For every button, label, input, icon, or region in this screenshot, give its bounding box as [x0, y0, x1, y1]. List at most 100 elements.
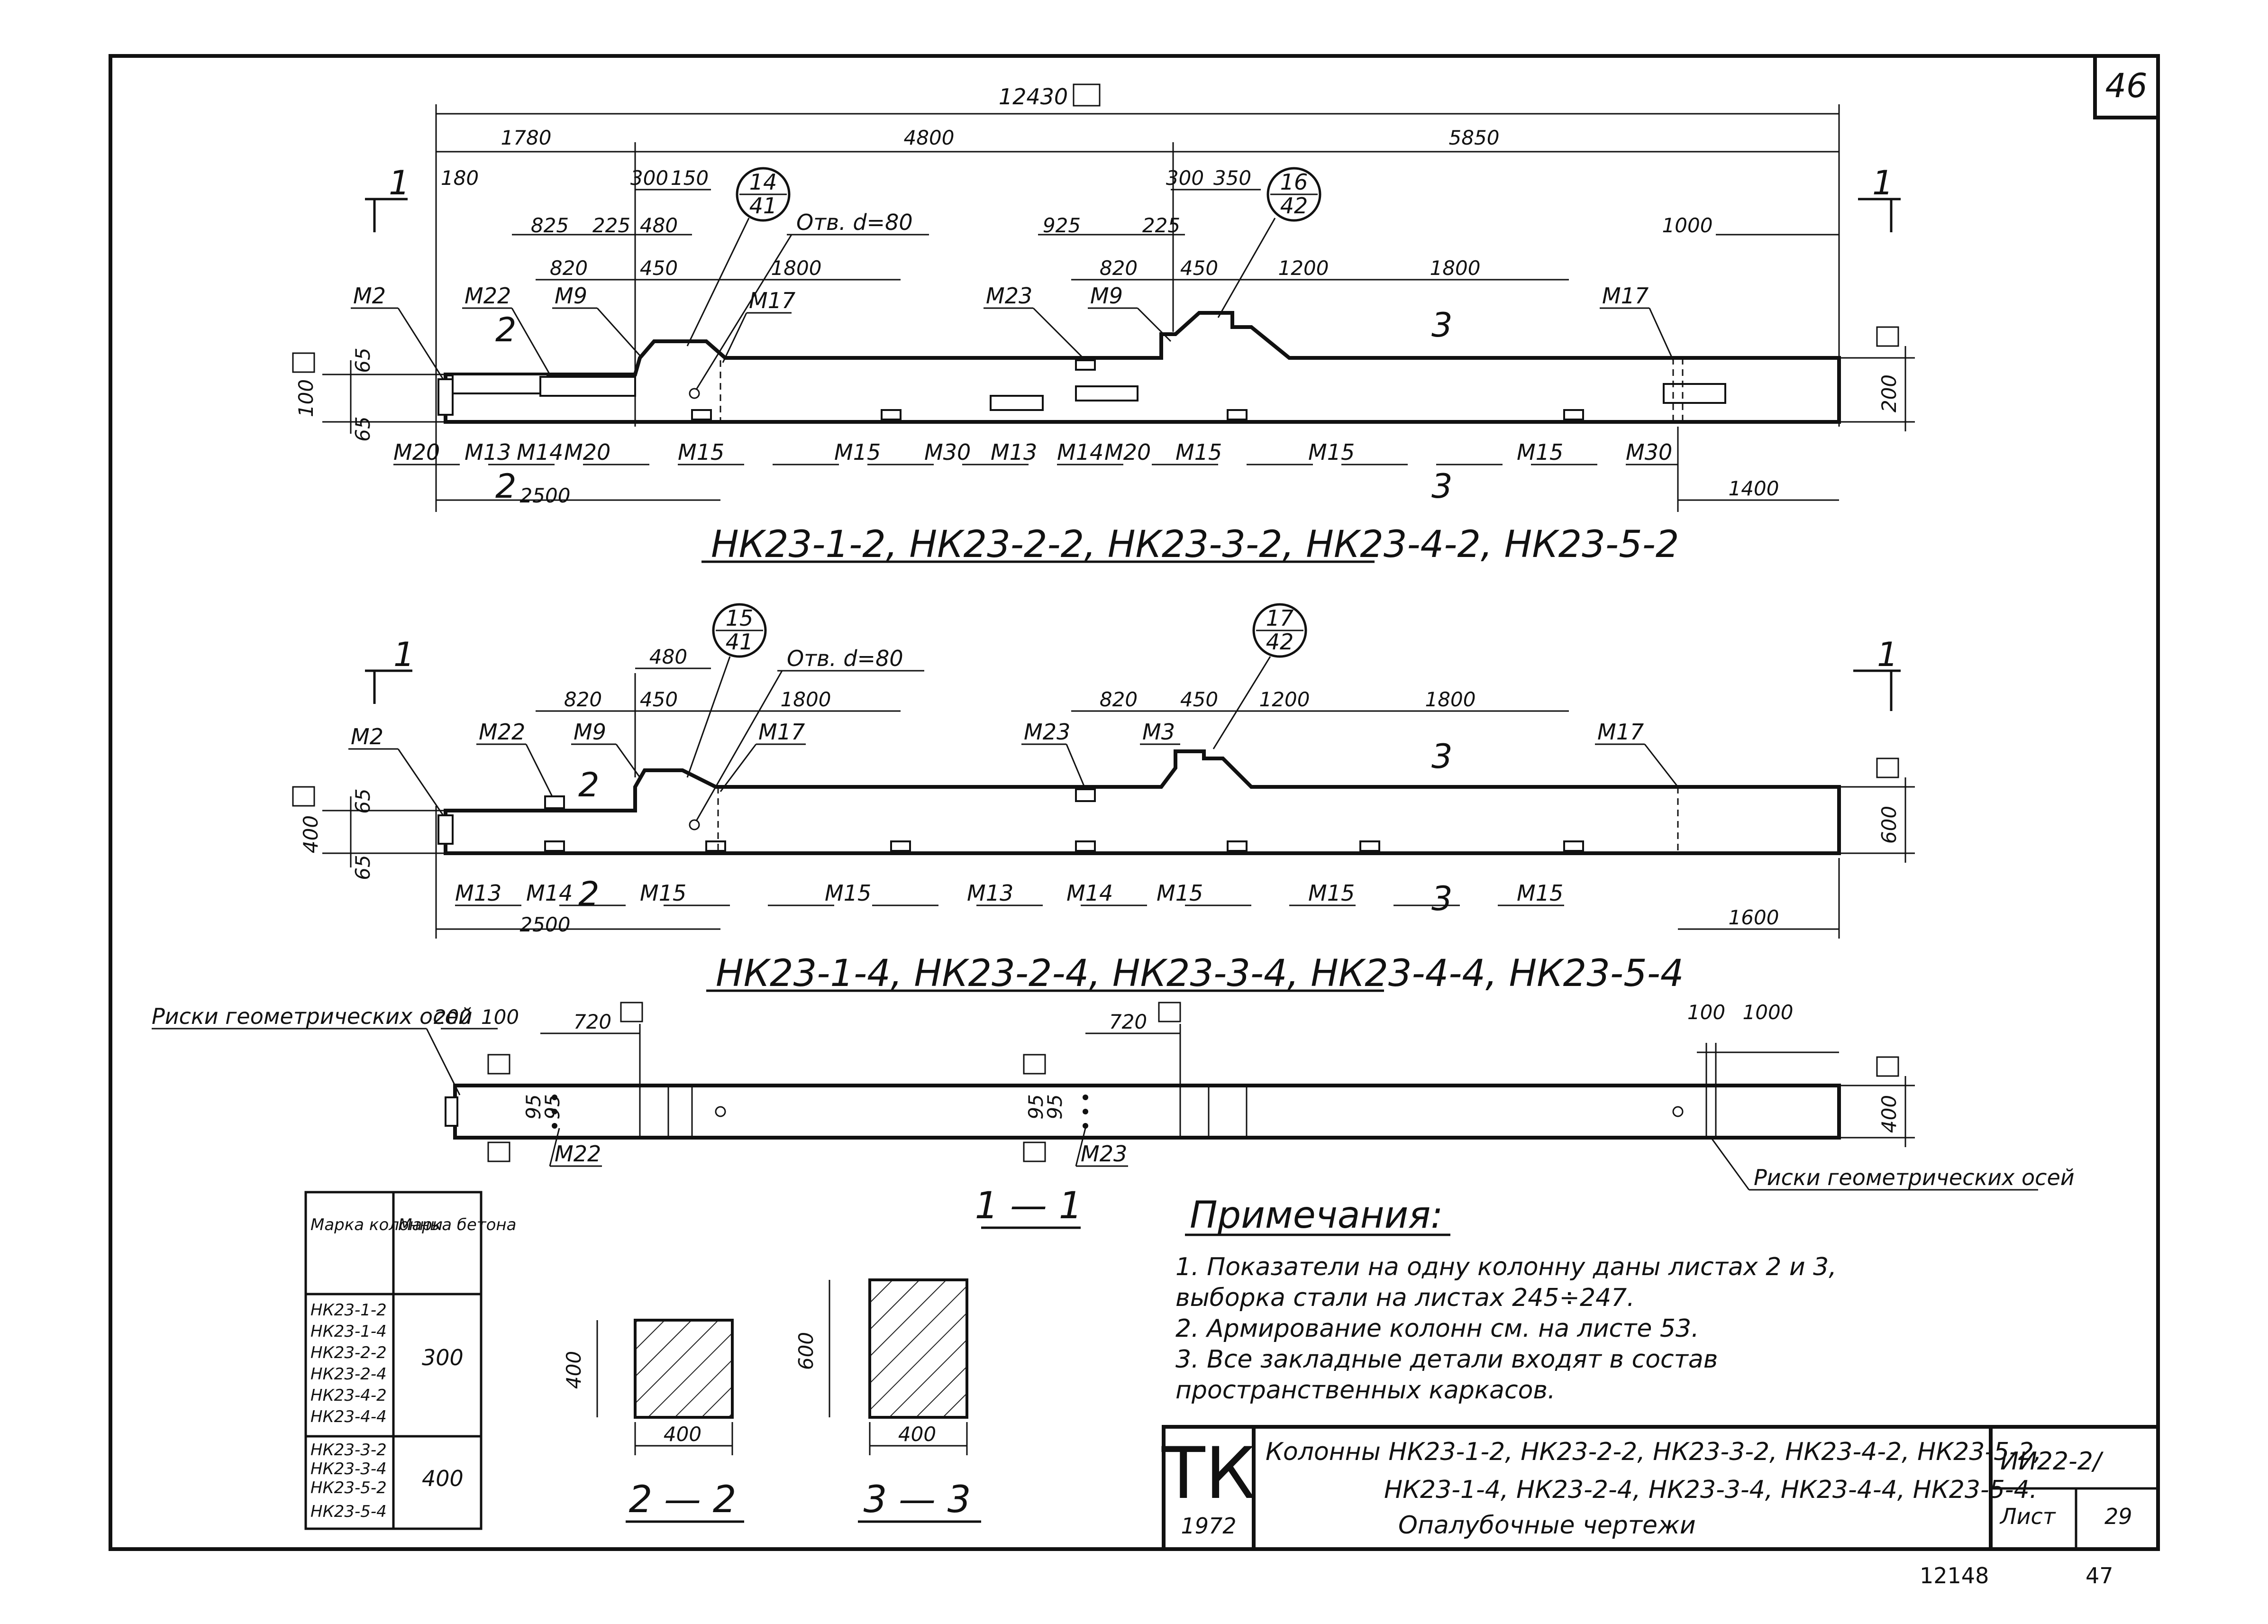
- plate-label: М15: [640, 880, 686, 906]
- title-block-line1: Колонны НК23-1-2, НК23-2-2, НК23-3-2, НК…: [1266, 1438, 2042, 1466]
- dim-400: 400: [1877, 1095, 1901, 1133]
- dim-1000: 1000: [1743, 1001, 1794, 1024]
- note-line: выборка стали на листах 245÷247.: [1175, 1284, 1635, 1312]
- dim-150: 150: [671, 166, 709, 190]
- hole-label: Отв. d=80: [796, 210, 913, 235]
- plate-label: М23: [986, 283, 1032, 309]
- section-mark-2-top: 2: [495, 310, 517, 349]
- table-cell-grade: 300: [422, 1345, 464, 1370]
- table-cell: НК23-1-4: [310, 1322, 387, 1341]
- section-3-3-height: 600: [794, 1332, 818, 1370]
- dim-100: 100: [481, 1005, 519, 1029]
- dim-5850: 5850: [1449, 126, 1500, 149]
- sheet-number: 46: [2105, 66, 2147, 105]
- section-mark-2-bottom: 2: [495, 467, 517, 506]
- section-mark-2-top: 2: [578, 766, 600, 804]
- dim-100a: 100: [294, 379, 318, 417]
- title-block-year: 1972: [1181, 1513, 1236, 1539]
- section-1-1-title: 1 — 1: [975, 1185, 1083, 1227]
- title-block-line2: НК23-1-4, НК23-2-4, НК23-3-4, НК23-4-4, …: [1384, 1476, 2037, 1504]
- section-mark-1-right: 1: [1877, 635, 1898, 674]
- plate-label: М15: [1308, 439, 1355, 465]
- plate-label: М13: [455, 880, 501, 906]
- dim-4800: 4800: [904, 126, 955, 149]
- section-mark-1-left: 1: [389, 164, 410, 202]
- callout-b-top: 17: [1266, 605, 1294, 631]
- title-block-sheet-value: 29: [2104, 1504, 2132, 1529]
- section-mark-1-right: 1: [1872, 164, 1894, 202]
- plate-label: М9: [574, 719, 606, 745]
- plate-label: М15: [834, 439, 881, 465]
- dim-825: 825: [531, 214, 569, 237]
- dim-1780: 1780: [501, 126, 552, 149]
- dim-2500: 2500: [520, 913, 571, 936]
- dim-450b: 450: [1180, 688, 1218, 711]
- section-mark-2-bottom: 2: [578, 875, 600, 913]
- dim-480: 480: [640, 214, 678, 237]
- table-header-column: Марка колонны: [310, 1215, 443, 1234]
- note-line: пространственных каркасов.: [1175, 1376, 1556, 1405]
- footer-page: 47: [2086, 1563, 2113, 1588]
- sheet-number-box: [2093, 54, 2160, 119]
- plate-label: М20: [1104, 439, 1151, 465]
- note-line: 3. Все закладные детали входят в состав: [1175, 1345, 1718, 1374]
- plate-label: М15: [678, 439, 724, 465]
- section-2-2-height: 400: [562, 1351, 585, 1389]
- plate-label: М30: [1626, 439, 1672, 465]
- dim-820: 820: [550, 256, 588, 280]
- tolerance-box: [1073, 83, 1101, 107]
- callout-b-bottom: 42: [1266, 629, 1294, 655]
- dim-925: 925: [1043, 214, 1081, 237]
- plate-label: М23: [1024, 719, 1070, 745]
- plate-label: М14: [517, 439, 563, 465]
- plate-label: М9: [555, 283, 587, 309]
- title-block: ТК 1972 Колонны НК23-1-2, НК23-2-2, НК23…: [1161, 1425, 2160, 1551]
- section-2-2-title: 2 — 2: [629, 1478, 737, 1521]
- dim-2500: 2500: [520, 484, 571, 507]
- dim-600: 600: [1877, 806, 1901, 844]
- plate-label: М9: [1090, 283, 1123, 309]
- plate-label: М15: [825, 880, 871, 906]
- plate-label: М17: [1597, 719, 1644, 745]
- plate-label: М13: [465, 439, 511, 465]
- dim-1400: 1400: [1729, 477, 1779, 500]
- plate-label: М20: [564, 439, 610, 465]
- table-cell: НК23-1-2: [310, 1301, 387, 1320]
- geometric-axes-label-left: Риски геометрических осей: [152, 1004, 473, 1029]
- callout-b-top: 16: [1280, 169, 1308, 195]
- table-cell: НК23-3-2: [310, 1441, 387, 1460]
- callout-a-top: 14: [749, 169, 777, 195]
- plate-label: М15: [1517, 439, 1563, 465]
- drawing-2-title: НК23-1-4, НК23-2-4, НК23-3-4, НК23-4-4, …: [716, 952, 1684, 995]
- plate-label: М17: [1602, 283, 1649, 309]
- table-cell: НК23-5-2: [310, 1478, 387, 1497]
- section-2-2: 400 400 2 — 2: [562, 1319, 744, 1523]
- section-mark-3-top: 3: [1431, 737, 1453, 776]
- dim-95a: 95: [522, 1094, 545, 1119]
- dim-1800: 1800: [781, 688, 831, 711]
- dim-450: 450: [640, 256, 678, 280]
- table-cell: НК23-2-4: [310, 1365, 387, 1384]
- dim-100b: 100: [1687, 1001, 1725, 1024]
- callout-a-bottom: 41: [749, 193, 777, 219]
- hole-label: Отв. d=80: [787, 646, 903, 671]
- plate-label: М2: [353, 283, 386, 309]
- dim-95d: 95: [1043, 1094, 1066, 1119]
- dim-1800b: 1800: [1425, 688, 1476, 711]
- section-3-3-width: 400: [898, 1423, 936, 1446]
- title-block-logo: ТК: [1161, 1432, 1256, 1515]
- plate-label: М15: [1308, 880, 1355, 906]
- dim-65a: 65: [351, 347, 374, 373]
- plate-label: М13: [967, 880, 1013, 906]
- plate-label: М17: [749, 288, 795, 313]
- plate-label: М15: [1157, 880, 1203, 906]
- sheet-frame: [109, 54, 2160, 1551]
- table-cell-grade: 400: [422, 1466, 464, 1491]
- dim-180: 180: [441, 166, 479, 190]
- table-cell: НК23-2-2: [310, 1343, 387, 1362]
- footer-number: 12148: [1920, 1563, 1989, 1588]
- section-3-3-title: 3 — 3: [864, 1478, 971, 1521]
- section-mark-3-bottom: 3: [1431, 879, 1453, 918]
- section-3-3: 400 600 3 — 3: [794, 1278, 981, 1523]
